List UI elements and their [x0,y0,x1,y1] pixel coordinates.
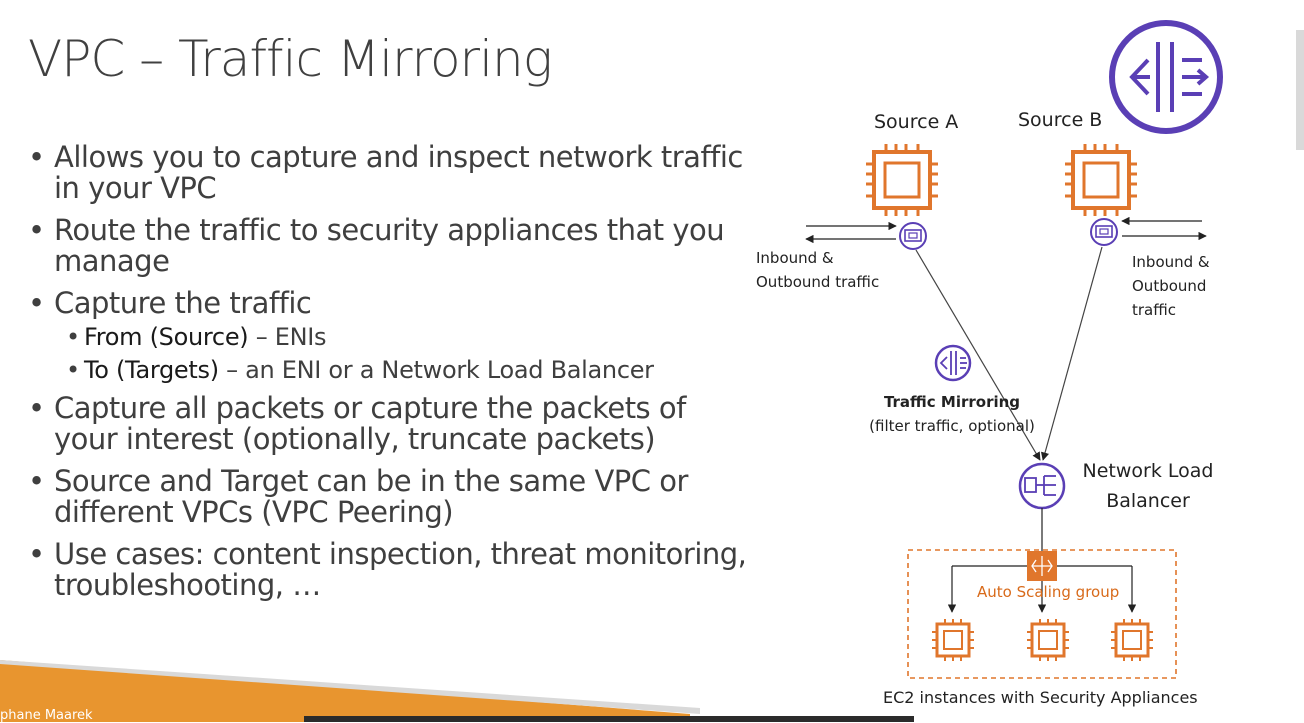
bullet-item: Source and Target can be in the same VPC… [28,466,748,528]
ec2-instance-icon [1111,619,1153,661]
edge-scrollbar[interactable] [1296,30,1304,150]
label-line: Inbound & [1132,253,1210,271]
sub-bullet-desc: – an ENI or a Network Load Balancer [218,356,654,384]
label-line: traffic [1132,301,1176,319]
bullet-list: Allows you to capture and inspect networ… [28,142,748,612]
network-interface-icon [1090,218,1118,246]
bullet-item: Use cases: content inspection, threat mo… [28,539,748,601]
source-b-label: Source B [1018,109,1103,131]
footer-band [0,660,700,722]
source-a-label: Source A [874,111,959,133]
traffic-mirroring-subtitle: (filter traffic, optional) [869,417,1035,435]
sub-bullet-term: To (Targets) [84,356,219,384]
bullet-item: Capture the traffic [28,288,748,320]
bullet-item: Allows you to capture and inspect networ… [28,142,748,204]
ec2-instance-icon [1065,144,1137,216]
ec2-instances-label: EC2 instances with Security Appliances [883,688,1198,707]
inbound-outbound-a-label: Inbound & Outbound traffic [756,246,879,294]
slide-title: VPC – Traffic Mirroring [28,30,553,88]
ec2-instance-icon [932,619,974,661]
label-line: Outbound [1132,277,1207,295]
author-name: phane Maarek [0,708,93,723]
traffic-mirroring-label: Traffic Mirroring (filter traffic, optio… [862,390,1042,438]
ec2-instance-icon [1027,619,1069,661]
label-line: Network Load [1082,460,1214,482]
sub-bullet-term: From (Source) [84,323,249,351]
sub-bullet-desc: – ENIs [248,323,327,351]
inbound-outbound-b-label: Inbound & Outbound traffic [1132,250,1210,322]
sub-bullet-item: To (Targets) – an ENI or a Network Load … [28,354,748,387]
ec2-instance-icon [866,144,938,216]
label-line: Outbound traffic [756,273,880,291]
label-line: Balancer [1106,490,1190,512]
sub-bullet-item: From (Source) – ENIs [28,321,748,354]
architecture-diagram: Source A Source B Inbound & Outbound tra… [740,0,1304,722]
bullet-item: Capture all packets or capture the packe… [28,393,748,455]
label-line: Inbound & [756,249,834,267]
nlb-label: Network Load Balancer [1068,456,1228,516]
auto-scaling-group-label: Auto Scaling group [977,583,1120,601]
video-control-bar[interactable] [304,716,914,722]
bullet-item: Route the traffic to security appliances… [28,215,748,277]
network-interface-icon [899,222,927,250]
vpc-traffic-mirroring-icon [1109,20,1223,134]
auto-scaling-icon [1027,551,1057,581]
network-load-balancer-icon [1018,462,1066,510]
traffic-mirroring-icon [934,344,972,382]
traffic-mirroring-title: Traffic Mirroring [883,393,1021,411]
